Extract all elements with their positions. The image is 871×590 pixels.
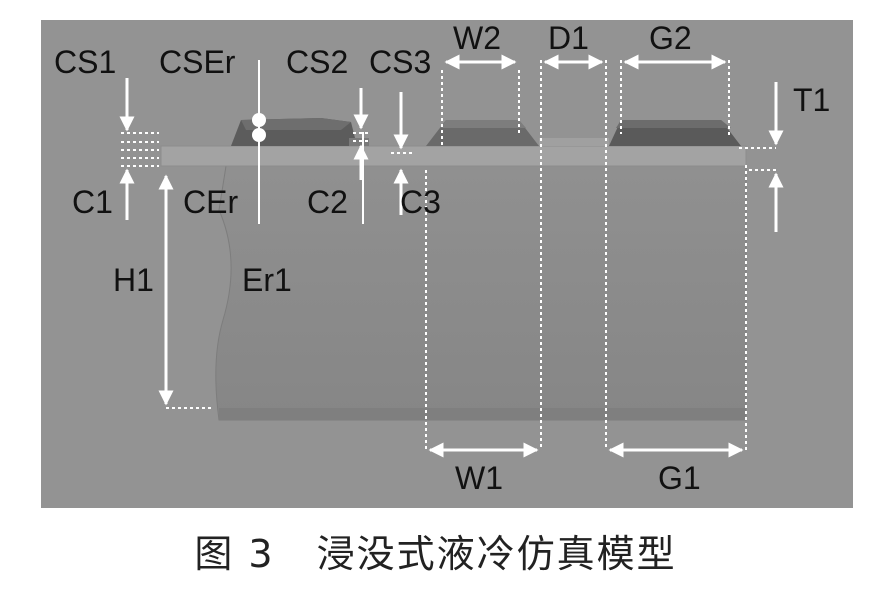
label-d1: D1	[548, 20, 589, 56]
label-cer: CEr	[183, 184, 239, 220]
model-drawing	[119, 54, 784, 458]
label-er1: Er1	[242, 262, 292, 298]
dimension-arrows	[119, 54, 784, 458]
board-body	[215, 165, 747, 421]
label-g2: G2	[649, 20, 692, 56]
figure-title: 浸没式液冷仿真模型	[316, 532, 677, 576]
label-cser: CSEr	[159, 44, 236, 80]
figure-number: 图 3	[194, 532, 275, 576]
label-w2: W2	[453, 20, 501, 56]
board-bottom-edge	[219, 408, 746, 420]
label-g1: G1	[658, 460, 701, 496]
label-c1: C1	[72, 184, 113, 220]
label-c3: C3	[400, 184, 441, 220]
cer-point	[252, 128, 266, 142]
simulation-model-figure: CS1 CSEr CS2 CS3 W2 D1 G2 T1 C1 CEr C2 C…	[41, 20, 853, 508]
label-cs2: CS2	[286, 44, 349, 80]
label-h1: H1	[113, 262, 154, 298]
dotted-guides	[121, 60, 776, 450]
label-cs3: CS3	[369, 44, 432, 80]
label-c2: C2	[307, 184, 348, 220]
label-cs1: CS1	[54, 44, 117, 80]
label-t1: T1	[793, 82, 831, 118]
label-w1: W1	[455, 460, 503, 496]
cser-point	[252, 113, 266, 127]
board-top-surface	[160, 145, 747, 167]
figure-caption: 图 3 浸没式液冷仿真模型	[0, 523, 871, 578]
